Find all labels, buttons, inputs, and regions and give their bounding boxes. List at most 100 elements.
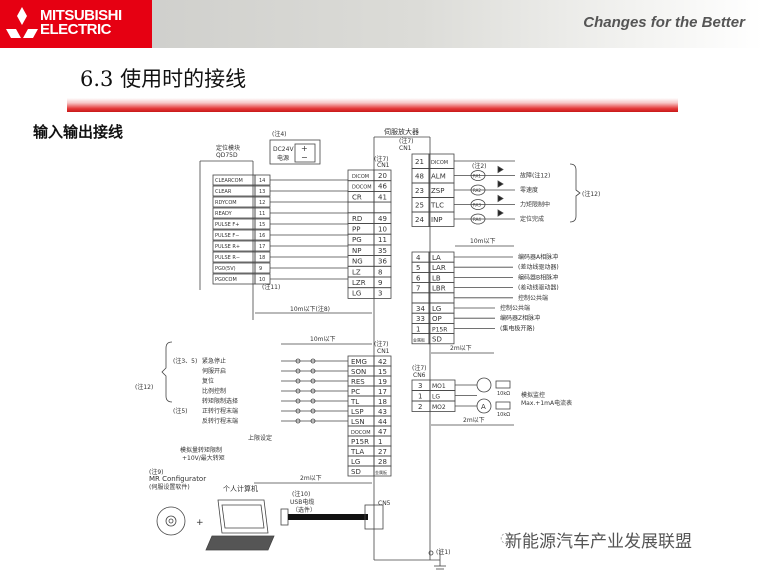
svg-text:(注10): (注10): [292, 490, 310, 498]
svg-text:34: 34: [416, 305, 425, 313]
svg-text:NP: NP: [352, 247, 361, 255]
svg-text:LG: LG: [351, 458, 360, 466]
svg-text:+10V/最大转矩: +10V/最大转矩: [182, 454, 225, 462]
svg-text:2m以下: 2m以下: [300, 475, 322, 482]
svg-text:10kΩ: 10kΩ: [497, 391, 510, 397]
svg-text:MR Configurator: MR Configurator: [149, 475, 206, 483]
svg-text:CR: CR: [352, 193, 362, 201]
qd-signal: PULSE R+: [215, 244, 240, 250]
svg-text:INP: INP: [431, 216, 443, 224]
svg-text:16: 16: [259, 233, 265, 239]
svg-text:(注7): (注7): [374, 155, 389, 163]
svg-text:13: 13: [259, 189, 265, 195]
svg-text:(注4): (注4): [272, 130, 287, 138]
svg-text:2m以下: 2m以下: [450, 345, 472, 352]
svg-text:PP: PP: [352, 226, 360, 234]
qd-signal: READY: [215, 211, 233, 217]
svg-text:RA4: RA4: [473, 217, 481, 222]
svg-text:42: 42: [378, 358, 387, 366]
svg-text:2: 2: [418, 403, 422, 411]
svg-text:17: 17: [259, 244, 265, 250]
svg-text:2m以下: 2m以下: [463, 417, 485, 424]
svg-text:(注7): (注7): [374, 340, 389, 348]
svg-text:CN1: CN1: [377, 348, 390, 355]
svg-text:(差动线驱动器): (差动线驱动器): [518, 284, 559, 292]
svg-text:比例控制: 比例控制: [202, 387, 226, 395]
qd-signal: PULSE F−: [215, 233, 239, 239]
svg-text:P15R: P15R: [351, 438, 369, 446]
brand-line2: ELECTRIC: [40, 21, 112, 38]
svg-text:11: 11: [378, 236, 387, 244]
svg-text:(注7): (注7): [399, 137, 414, 145]
svg-text:控制公共端: 控制公共端: [500, 304, 530, 312]
svg-text:SD: SD: [432, 336, 442, 344]
svg-text:DICOM: DICOM: [431, 160, 448, 166]
svg-text:EMG: EMG: [351, 358, 367, 366]
svg-text:DC24V: DC24V: [273, 146, 294, 153]
svg-text:OP: OP: [432, 315, 442, 323]
svg-text:PG: PG: [352, 236, 362, 244]
ground-icon: [428, 550, 446, 570]
svg-text:10m以下: 10m以下: [310, 336, 335, 343]
svg-text:14: 14: [259, 178, 265, 184]
svg-text:LSN: LSN: [351, 418, 365, 426]
svg-text:(注9): (注9): [149, 468, 164, 476]
svg-text:编码器A相脉冲: 编码器A相脉冲: [518, 253, 558, 261]
qd-signal: RDYCOM: [215, 200, 237, 206]
svg-text:CN6: CN6: [413, 372, 426, 379]
svg-text:上限设定: 上限设定: [248, 434, 272, 442]
svg-text:RD: RD: [352, 215, 362, 223]
svg-text:NG: NG: [352, 258, 363, 266]
svg-text:49: 49: [378, 215, 387, 223]
svg-text:金属板: 金属板: [375, 469, 387, 475]
svg-text:(注11): (注11): [262, 283, 280, 291]
svg-text:TL: TL: [350, 398, 359, 406]
svg-text:(注5): (注5): [173, 407, 188, 415]
qd-signal: PULSE F+: [215, 222, 239, 228]
svg-text:CN1: CN1: [377, 162, 390, 169]
svg-text:10kΩ: 10kΩ: [497, 412, 510, 418]
svg-text:DOCOM: DOCOM: [351, 430, 371, 436]
qd-signal: PULSE R−: [215, 255, 240, 261]
svg-text:PC: PC: [351, 388, 360, 396]
svg-text:TLC: TLC: [430, 202, 444, 210]
svg-text:19: 19: [378, 378, 387, 386]
qd-signal: CLEARCOM: [215, 178, 243, 184]
svg-text:(注12): (注12): [582, 190, 600, 198]
svg-text:1: 1: [418, 393, 422, 401]
tagline: Changes for the Better: [583, 14, 745, 31]
svg-text:编码器Z相脉冲: 编码器Z相脉冲: [500, 314, 540, 322]
svg-text:15: 15: [378, 368, 387, 376]
svg-text:P15R: P15R: [432, 326, 447, 333]
qd-signal: PG0COM: [215, 277, 237, 283]
svg-text:6: 6: [416, 274, 421, 282]
svg-text:46: 46: [378, 183, 387, 191]
cd-disc-icon: [156, 506, 186, 536]
svg-text:正转行程末端: 正转行程末端: [202, 407, 238, 415]
laptop-icon: [205, 499, 275, 551]
svg-text:金属板: 金属板: [413, 337, 425, 343]
svg-text:15: 15: [259, 222, 265, 228]
wechat-icon: ◌: [500, 530, 513, 546]
svg-text:35: 35: [378, 247, 387, 255]
svg-text:3: 3: [418, 382, 422, 390]
svg-text:RA1: RA1: [473, 174, 481, 179]
svg-text:伺服开启: 伺服开启: [202, 367, 226, 375]
svg-text:复位: 复位: [202, 377, 214, 385]
brand-line1: MITSUBISHI: [40, 7, 122, 24]
svg-text:TLA: TLA: [350, 448, 364, 456]
svg-text:33: 33: [416, 315, 425, 323]
svg-text:3: 3: [378, 290, 382, 298]
svg-text:(集电极开路): (集电极开路): [500, 324, 535, 332]
svg-text:力矩限制中: 力矩限制中: [520, 201, 550, 209]
svg-text:43: 43: [378, 408, 387, 416]
svg-text:（选件）: （选件）: [292, 506, 316, 514]
svg-text:编码器B相脉冲: 编码器B相脉冲: [518, 273, 558, 281]
svg-text:Max.+1mA电流表: Max.+1mA电流表: [521, 399, 572, 407]
svg-text:LA: LA: [432, 254, 441, 262]
svg-text:10: 10: [378, 226, 387, 234]
svg-text:MO2: MO2: [432, 404, 446, 411]
